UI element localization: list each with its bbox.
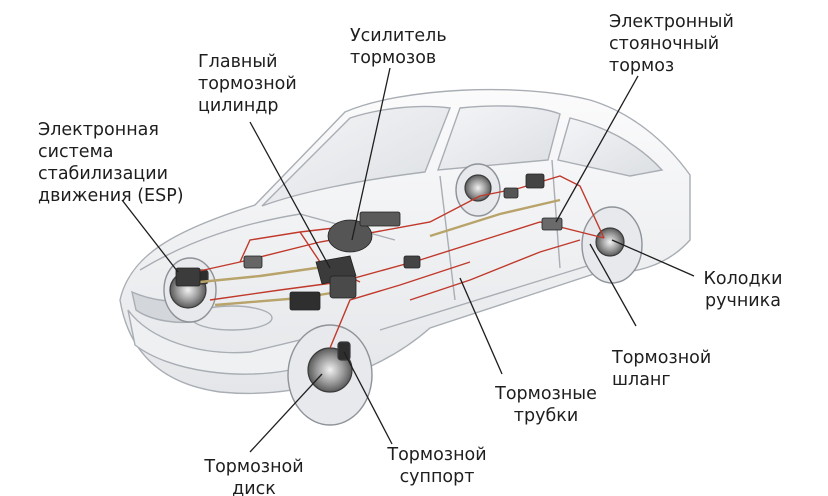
leader-brake-hose bbox=[589, 243, 637, 327]
windshield bbox=[261, 105, 451, 207]
ecu bbox=[359, 211, 401, 227]
rear-module bbox=[503, 187, 519, 199]
leader-parking-brake bbox=[555, 75, 639, 223]
side-window-front bbox=[436, 105, 561, 171]
label-parking-brake: Электронный стояночный тормоз bbox=[609, 12, 734, 76]
label-handbrake-pads: Колодки ручника bbox=[703, 269, 783, 311]
label-brake-disc: Тормозной диск bbox=[204, 457, 304, 496]
line-3 bbox=[329, 261, 471, 349]
abs-module bbox=[289, 291, 321, 311]
sensor-module bbox=[243, 255, 263, 269]
pedal-box bbox=[403, 255, 421, 269]
reservoir bbox=[329, 275, 357, 299]
label-brake-hose: Тормозной шланг bbox=[612, 348, 712, 390]
leader-booster bbox=[351, 67, 391, 241]
pipe-1 bbox=[199, 264, 331, 284]
disc-rear-left bbox=[595, 227, 625, 257]
label-master-cylinder: Главный тормозной цилиндр bbox=[198, 52, 297, 116]
line-1 bbox=[194, 195, 481, 273]
leader-master-cylinder bbox=[249, 121, 331, 269]
leader-handbrake-pads bbox=[611, 239, 695, 277]
leader-esp bbox=[121, 199, 179, 273]
label-booster: Усилитель тормозов bbox=[350, 26, 447, 68]
leader-brake-lines bbox=[459, 277, 503, 375]
label-esp: Электронная система стабилизации движени… bbox=[38, 120, 184, 206]
line-6 bbox=[409, 239, 581, 301]
brake-booster bbox=[327, 219, 373, 253]
label-brake-lines: Тормозные трубки bbox=[495, 384, 597, 426]
pipe-3 bbox=[429, 198, 561, 238]
leader-lines bbox=[121, 67, 695, 453]
hood bbox=[139, 213, 396, 271]
side-window-rear bbox=[557, 117, 664, 177]
caliper-front-left bbox=[337, 341, 351, 361]
parking-brake-module bbox=[525, 173, 545, 189]
brake-discs bbox=[169, 174, 625, 393]
leader-brake-disc bbox=[249, 373, 323, 453]
line-4 bbox=[239, 224, 361, 263]
esp-unit bbox=[175, 267, 201, 287]
leader-caliper bbox=[343, 351, 393, 445]
car-body bbox=[119, 88, 691, 395]
label-caliper: Тормозной суппорт bbox=[387, 445, 487, 487]
rocker-line bbox=[379, 261, 601, 331]
parking-brake-actuator bbox=[541, 217, 563, 231]
